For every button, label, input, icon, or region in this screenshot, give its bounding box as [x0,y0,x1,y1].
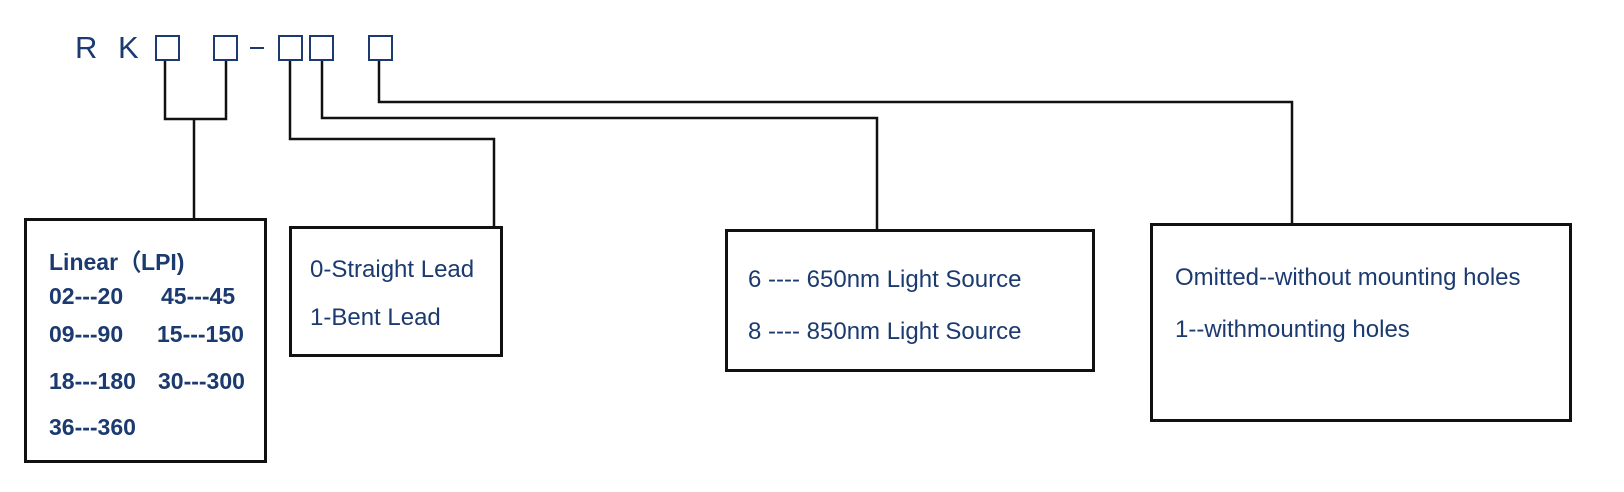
linear-heading: Linear（LPI) [49,249,185,275]
code-slot-5 [368,35,393,61]
linear-item: 18---180 [49,368,136,394]
linear-item: 45---45 [161,283,236,309]
light-option: 8 ---- 850nm Light Source [748,318,1022,345]
connector-holes [377,61,1294,223]
lead-option: 1-Bent Lead [310,304,441,331]
code-slot-1 [155,35,180,61]
code-slot-2 [213,35,238,61]
light-option: 6 ---- 650nm Light Source [748,266,1022,293]
model-prefix: R K [75,30,145,65]
linear-item: 15---150 [157,321,244,347]
linear-item: 30---300 [158,368,245,394]
linear-box: Linear（LPI) 02---20 45---45 09---90 15--… [24,218,267,463]
connector-light [320,61,879,229]
mounting-holes-box: Omitted--without mounting holes 1--withm… [1150,223,1572,422]
code-slot-3 [278,35,303,61]
linear-item: 36---360 [49,414,136,440]
connector-linear [163,61,228,218]
code-slot-4 [309,35,334,61]
lead-option: 0-Straight Lead [310,256,475,283]
lead-box: 0-Straight Lead 1-Bent Lead [289,226,503,357]
connector-lead [288,61,496,226]
linear-item: 09---90 [49,321,124,347]
holes-option: Omitted--without mounting holes [1175,264,1521,291]
linear-item: 02---20 [49,283,124,309]
holes-option: 1--withmounting holes [1175,316,1410,343]
light-source-box: 6 ---- 650nm Light Source 8 ---- 850nm L… [725,229,1095,372]
code-separator [250,47,264,49]
